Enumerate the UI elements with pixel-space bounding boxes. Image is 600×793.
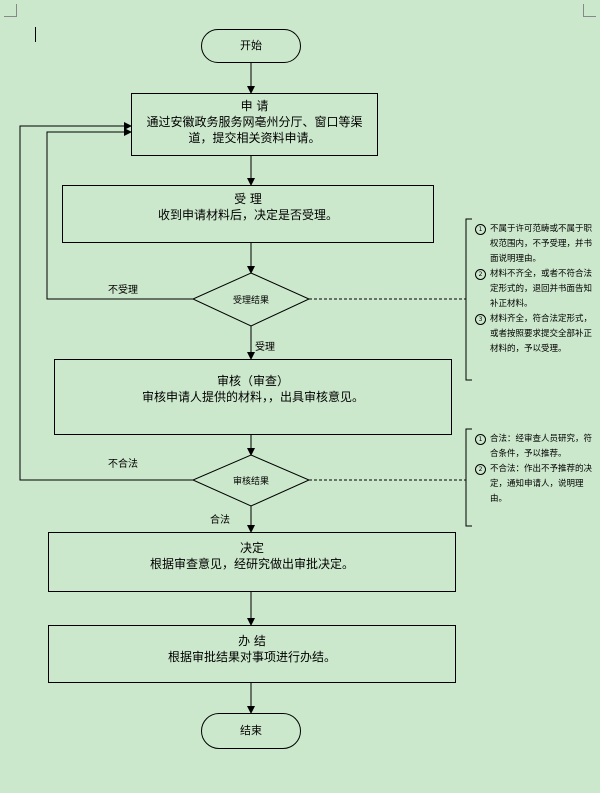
start-node: 开始 [201,29,301,63]
note-number: 1 [475,434,486,445]
legal-label: 合法 [210,515,230,526]
apply-desc: 通过安徽政务服务网亳州分厅、窗口等渠道，提交相关资料申请。 [146,115,363,145]
review-note: 1 合法：经审查人员研究，符合条件，予以推荐。 2 不合法：作出不予推荐的决定，通知… [475,432,598,507]
accepted-label: 受理 [255,342,275,353]
accept-title: 受 理 [234,192,262,206]
page-corner-mark [4,4,17,17]
note-text: 材料齐全，符合法定形式，或者按照要求提交全部补正材料的，予以受理。 [490,314,593,354]
accept-note-item: 2 材料不齐全，或者不符合法定形式的，退回并书面告知补正材料。 [475,267,598,312]
finish-desc: 根据审批结果对事项进行办结。 [167,650,336,664]
note-number: 3 [475,314,486,325]
apply-box: 申 请 通过安徽政务服务网亳州分厅、窗口等渠道，提交相关资料申请。 [131,93,378,156]
accept-decision-diamond [191,272,311,327]
accept-decision-label: 受理结果 [232,296,269,306]
accept-note: 1 不属于许可范畴或不属于职权范围内，不予受理，并书面说明理由。 2 材料不齐全，或… [475,222,598,357]
review-desc: 审核申请人提供的材料，，出具审核意见。 [141,390,364,404]
note-text: 不合法：作出不予推荐的决定，通知申请人，说明理由。 [490,464,593,504]
note-text: 合法：经审查人员研究，符合条件，予以推荐。 [490,434,593,459]
edge-not-legal-loop [19,122,194,481]
review-note-item: 2 不合法：作出不予推荐的决定，通知申请人，说明理由。 [475,462,598,507]
text-cursor-icon [35,27,36,42]
decide-title: 决定 [239,541,264,555]
note-text: 不属于许可范畴或不属于职权范围内，不予受理，并书面说明理由。 [490,224,593,264]
note-number: 2 [475,269,486,280]
decide-box: 决定 根据审查意见，经研究做出审批决定。 [48,532,456,592]
accept-desc: 收到申请材料后，决定是否受理。 [157,208,338,222]
page-corner-mark [583,4,596,17]
not-accepted-label: 不受理 [108,285,138,296]
note-number: 1 [475,224,486,235]
accept-note-item: 1 不属于许可范畴或不属于职权范围内，不予受理，并书面说明理由。 [475,222,598,267]
accept-note-item: 3 材料齐全，符合法定形式，或者按照要求提交全部补正材料的，予以受理。 [475,312,598,357]
review-note-bracket [465,428,472,527]
accept-note-bracket [465,218,472,381]
end-node: 结束 [201,713,301,749]
finish-title: 办 结 [238,634,266,648]
note-text: 材料不齐全，或者不符合法定形式的，退回并书面告知补正材料。 [490,269,593,309]
not-legal-label: 不合法 [108,459,138,470]
review-title: 审核（审查） [216,374,289,388]
review-decision-label: 审核结果 [232,477,269,487]
review-note-item: 1 合法：经审查人员研究，符合条件，予以推荐。 [475,432,598,462]
accept-box: 受 理 收到申请材料后，决定是否受理。 [62,185,434,243]
apply-title: 申 请 [240,99,269,113]
note-number: 2 [475,464,486,475]
review-decision-diamond [191,454,311,507]
decide-desc: 根据审查意见，经研究做出审批决定。 [149,557,354,571]
start-label: 开始 [240,39,262,52]
end-label: 结束 [240,724,262,737]
review-box: 审核（审查） 审核申请人提供的材料，，出具审核意见。 [54,359,452,435]
finish-box: 办 结 根据审批结果对事项进行办结。 [48,625,456,683]
edge-not-accepted-loop [46,128,194,300]
